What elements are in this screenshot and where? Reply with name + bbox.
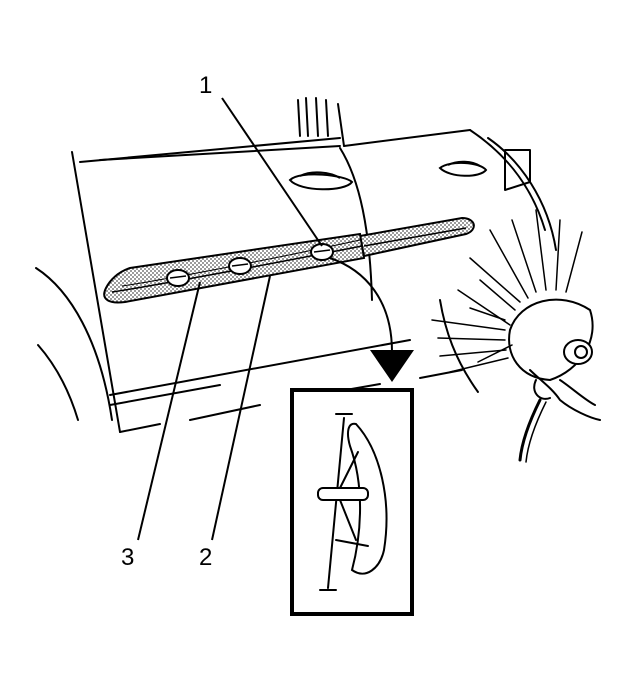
rear-molding bbox=[358, 216, 475, 258]
clip-1 bbox=[310, 243, 334, 261]
front-door-handle bbox=[288, 171, 354, 191]
callout-1: 1 bbox=[199, 72, 213, 99]
heat-rays bbox=[431, 209, 583, 373]
leader-lines bbox=[137, 97, 323, 541]
heat-gun bbox=[508, 298, 601, 463]
callout-3: 3 bbox=[121, 544, 135, 571]
clip-detail-inset bbox=[290, 388, 414, 616]
clip-3 bbox=[166, 269, 190, 287]
detail-arrow bbox=[329, 257, 414, 382]
callout-2: 2 bbox=[199, 544, 213, 571]
rear-door-handle bbox=[438, 160, 488, 177]
clip-middle bbox=[228, 257, 252, 275]
side-molding bbox=[103, 232, 366, 304]
